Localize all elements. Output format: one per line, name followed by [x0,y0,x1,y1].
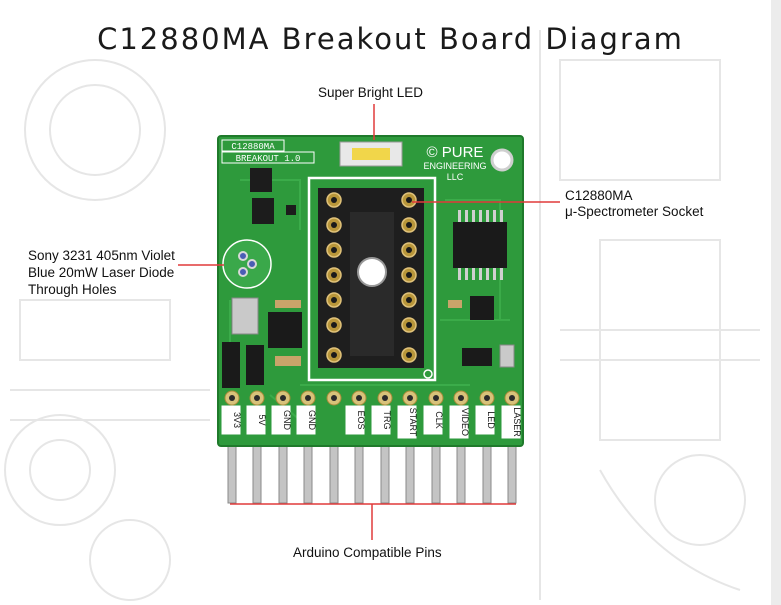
pin-label-led: LED [486,411,496,429]
silk-board-version: BREAKOUT 1.0 [236,154,301,164]
pin-label-video: VIDEO [460,408,470,436]
pin-label-gnd-1: GND [282,410,292,431]
pin-label-eos: EOS [356,410,366,429]
pin-label-trg: TRG [382,411,392,430]
pin-label-clk: CLK [434,411,444,429]
laser-callout-line2: Blue 20mW Laser Diode [28,265,175,280]
led-callout: Super Bright LED [318,85,424,100]
socket-callout-line2: μ-Spectrometer Socket [565,204,704,219]
laser-callout-line3: Through Holes [28,282,117,297]
brand-line-3: LLC [447,172,464,182]
scrollbar-track[interactable] [771,0,781,605]
spectrometer-socket-outline [307,176,437,382]
pin-label-3v3: 3V3 [232,412,242,428]
pin-label-5v: 5V [257,414,267,425]
silk-board-name: C12880MA [231,142,275,152]
pins-callout: Arduino Compatible Pins [293,545,442,560]
pin-label-gnd-2: GND [307,410,317,431]
header-pins [227,444,517,504]
socket-callout-line1: C12880MA [565,188,633,203]
brand-line-1: © PURE [427,144,484,161]
laser-callout-line1: Sony 3231 405nm Violet [28,248,175,263]
pin-label-start: START [408,408,418,437]
mounting-hole [490,148,514,172]
led-component [339,141,403,167]
diagram-title: C12880MA Breakout Board Diagram [97,22,684,56]
brand-line-2: ENGINEERING [423,161,486,171]
leader-lines [178,104,560,540]
pin-label-laser: LASER [512,407,522,437]
